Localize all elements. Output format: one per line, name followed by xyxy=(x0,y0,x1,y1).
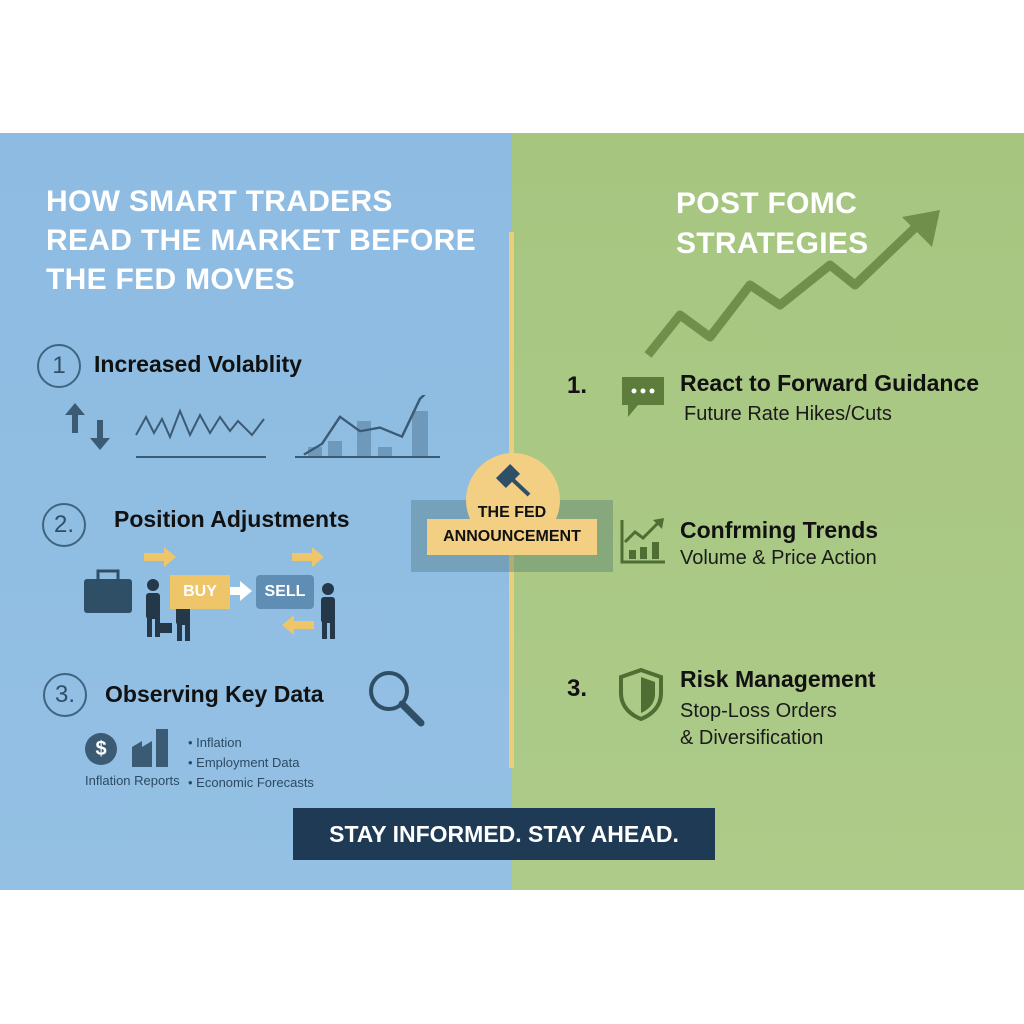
item-number: 3. xyxy=(567,675,588,702)
item-subtitle-line: Stop-Loss Orders xyxy=(680,700,837,722)
sell-label: SELL xyxy=(256,575,314,609)
item-subtitle-line: & Diversification xyxy=(680,727,824,749)
item-number: 1. xyxy=(567,372,588,399)
position-icons xyxy=(84,547,335,641)
footer-banner: STAY INFORMED. STAY AHEAD. xyxy=(293,808,715,860)
trend-chart-icon xyxy=(620,518,665,564)
announcement-line1: THE FED xyxy=(477,504,547,521)
item-subtitle: Future Rate Hikes/Cuts xyxy=(684,403,892,425)
briefcase-icon xyxy=(84,569,132,613)
left-title-line: READ THE MARKET BEFORE xyxy=(46,224,476,257)
right-panel xyxy=(512,133,1024,890)
magnifier-icon xyxy=(369,671,425,727)
item-number: 2. xyxy=(42,503,86,547)
bullet-list: • Inflation • Employment Data • Economic… xyxy=(188,733,314,793)
volatility-icons xyxy=(65,395,440,458)
item-number: 3. xyxy=(43,673,87,717)
bullet-item: • Inflation xyxy=(188,735,242,750)
item-title: React to Forward Guidance xyxy=(680,370,980,396)
left-panel xyxy=(0,133,512,890)
bullet-item: • Economic Forecasts xyxy=(188,775,314,790)
left-title-line: HOW SMART TRADERS xyxy=(46,185,393,218)
gavel-icon xyxy=(495,463,531,497)
right-title-line: POST FOMC xyxy=(676,187,858,220)
caption: Inflation Reports xyxy=(85,773,180,788)
item-title: Observing Key Data xyxy=(105,681,324,707)
item-number: 1 xyxy=(37,344,81,388)
bullet-item: • Employment Data xyxy=(188,755,300,770)
item-subtitle: Volume & Price Action xyxy=(680,547,877,569)
right-title-line: STRATEGIES xyxy=(676,227,869,260)
shield-icon xyxy=(619,667,663,721)
trend-bar-chart-icon xyxy=(295,395,440,458)
item-title: Position Adjustments xyxy=(114,506,350,532)
dollar-icon: $ xyxy=(85,733,117,765)
left-title-line: THE FED MOVES xyxy=(46,263,295,296)
chat-bubble-icon xyxy=(622,377,664,417)
item-title: Risk Management xyxy=(680,666,876,692)
item-title: Increased Volablity xyxy=(94,351,302,377)
bullet-text: Inflation xyxy=(196,735,242,750)
bullet-text: Employment Data xyxy=(196,755,300,770)
item-title: Confrming Trends xyxy=(680,517,879,543)
arrow-icons xyxy=(144,547,324,635)
buy-label: BUY xyxy=(170,575,230,609)
left-title: HOW SMART TRADERS READ THE MARKET BEFORE… xyxy=(46,182,476,299)
bullet-text: Economic Forecasts xyxy=(196,775,314,790)
up-down-arrows-icon xyxy=(65,403,110,450)
item-subtitle: Stop-Loss Orders & Diversification xyxy=(680,698,837,752)
volatility-line-icon xyxy=(135,408,266,458)
right-title: POST FOMC STRATEGIES xyxy=(676,184,868,264)
announcement-line2: ANNOUNCEMENT xyxy=(427,519,597,555)
growth-arrow-icon xyxy=(644,210,940,358)
factory-icon xyxy=(132,729,168,767)
